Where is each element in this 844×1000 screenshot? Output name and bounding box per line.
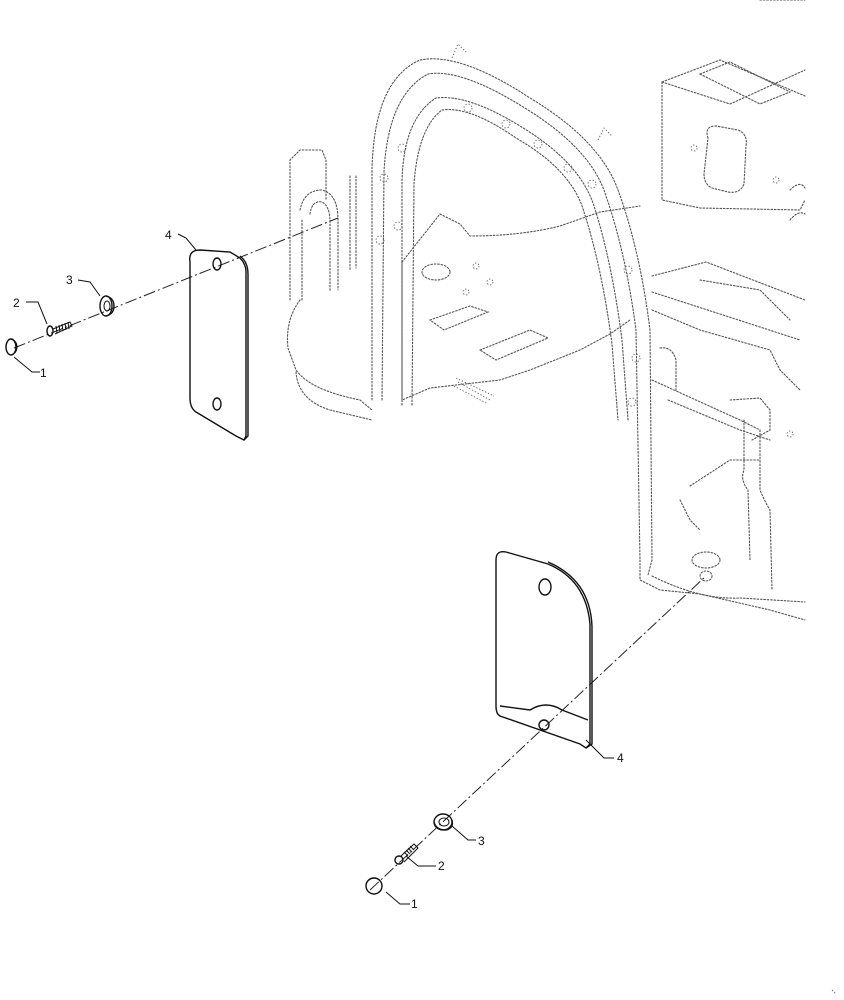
upper-cap-callout: 1 (40, 366, 47, 380)
upper-washer-part (99, 295, 115, 317)
lower-screw-callout: 2 (438, 859, 445, 873)
upper-center-line (13, 217, 339, 349)
lower-washer-part (433, 813, 454, 831)
lower-screw-part (394, 843, 419, 865)
upper-parts-group: 1 2 3 4 (5, 217, 339, 441)
lower-cover-plate (495, 550, 593, 749)
upper-screw-callout: 2 (13, 296, 20, 310)
corner-mark (831, 989, 837, 995)
upper-cap-part (5, 338, 18, 356)
frame-assembly (286, 0, 806, 621)
upper-cover-plate (189, 249, 249, 441)
lower-plate-callout: 4 (617, 751, 624, 765)
lower-cap-callout: 1 (411, 897, 418, 911)
lower-parts-group: 1 2 3 4 (365, 550, 707, 911)
upper-screw-part (46, 321, 73, 337)
lower-center-line (369, 575, 707, 891)
lower-cap-part (365, 877, 383, 895)
lower-washer-callout: 3 (478, 834, 485, 848)
upper-plate-callout: 4 (165, 228, 172, 242)
upper-washer-callout: 3 (66, 273, 73, 287)
